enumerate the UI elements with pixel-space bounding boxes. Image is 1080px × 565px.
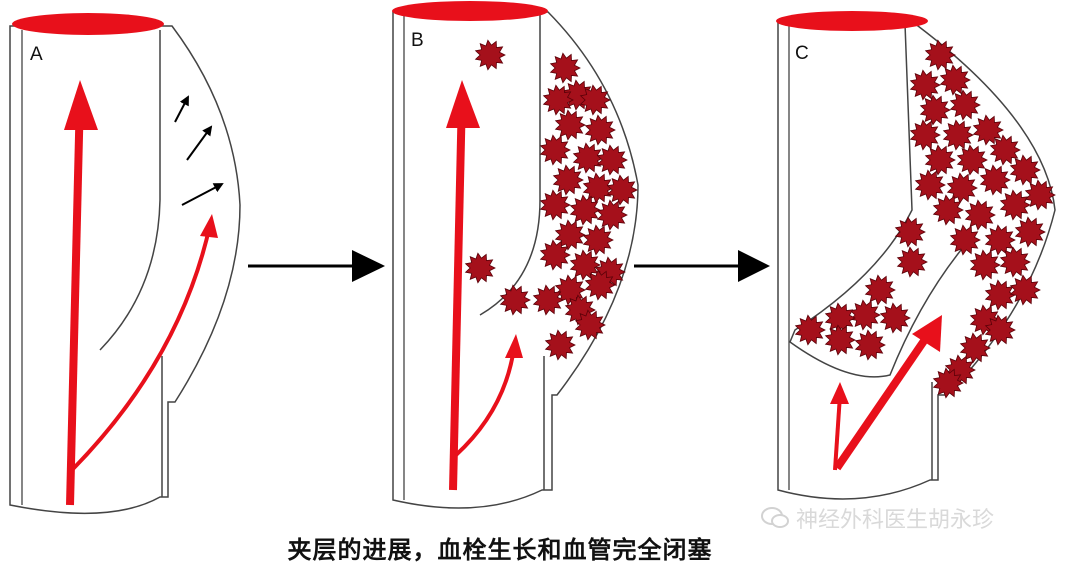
thrombus-clot [942, 119, 974, 151]
thrombus-clot [854, 329, 886, 361]
thrombus-clot [596, 144, 628, 176]
panel-label-b: B [411, 30, 424, 51]
thrombus-clot [864, 274, 896, 306]
thrombus-clot [554, 109, 586, 141]
thrombus-clot [909, 119, 941, 151]
flow-arrow-branch-head-c [830, 382, 849, 404]
thrombus-clot [896, 246, 928, 278]
vessel-opening-b [392, 1, 548, 21]
figure-caption: 夹层的进展，血栓生长和血管完全闭塞 [287, 536, 713, 564]
thrombus-clot [989, 134, 1021, 166]
thrombus-clot [542, 84, 574, 116]
vessel-opening-a [12, 13, 164, 35]
watermark-text: 神经外科医生胡永珍 [796, 508, 995, 533]
thrombus-clot [979, 164, 1011, 196]
thrombus-clot [949, 89, 981, 121]
thrombus-clot [959, 332, 991, 364]
flow-arrow-branch-c [833, 394, 842, 471]
watermark: 神经外科医生胡永珍 [760, 502, 994, 534]
thrombus-clot [584, 269, 616, 301]
thrombus-clot [999, 246, 1031, 278]
thrombus-clot [549, 52, 581, 84]
flow-arrow-main-head-a [64, 80, 98, 130]
thrombus-clot [909, 69, 941, 101]
flow-arrow-branch-a [70, 224, 212, 472]
black-arrow-1 [174, 95, 189, 123]
thrombus-clot [1009, 274, 1041, 306]
thrombus-clot [474, 39, 506, 71]
thrombus-clot [582, 224, 614, 256]
panel-a: A [9, 13, 241, 515]
thrombus-clot [579, 84, 611, 116]
transition-arrow-1 [248, 250, 385, 282]
thrombus-clot [572, 142, 604, 174]
intimal-flap-a [99, 30, 161, 351]
thrombus-clot [574, 309, 606, 341]
thrombus-clot [914, 169, 946, 201]
flow-arrow-main-head-c [912, 315, 942, 352]
thrombus-clot [932, 194, 964, 226]
flow-arrow-main-b [449, 94, 466, 491]
thrombus-clot [972, 114, 1004, 146]
thrombus-clot [949, 224, 981, 256]
black-arrow-2 [186, 125, 213, 161]
thrombus-clot [794, 314, 826, 346]
thrombus-clot [539, 239, 571, 271]
thrombus-clot [544, 329, 576, 361]
intimal-flap-c [789, 23, 966, 378]
thrombus-clot [964, 199, 996, 231]
thrombus-clot [939, 64, 971, 96]
thrombus-clot [824, 324, 856, 356]
flow-arrow-main-a [66, 94, 84, 506]
thrombus-clot [969, 249, 1001, 281]
thrombus-clot [924, 144, 956, 176]
thrombus-clot [946, 172, 978, 204]
flow-arrow-branch-b [454, 347, 516, 457]
thrombus-clot [956, 144, 988, 176]
thrombus-clot [554, 219, 586, 251]
panel-label-c: C [795, 43, 809, 64]
flow-arrow-main-head-b [446, 80, 480, 128]
thrombus-clot [596, 199, 628, 231]
flow-arrow-branch-head-a [200, 214, 218, 238]
thrombus-clot [1014, 216, 1046, 248]
thrombus-clot [539, 134, 571, 166]
transition-arrow-2 [634, 250, 770, 282]
thrombus-clot [1009, 154, 1041, 186]
thrombus-clot [924, 39, 956, 71]
vessel-opening-c [776, 11, 928, 31]
thrombus-clot [464, 252, 496, 284]
thrombus-clot [932, 367, 964, 399]
panel-c: C [776, 11, 1056, 500]
thrombus-clot [569, 194, 601, 226]
thrombus-clot [984, 279, 1016, 311]
thrombus-clot [879, 302, 911, 334]
thrombus-clot [606, 174, 638, 206]
thrombus-clot [984, 314, 1016, 346]
thrombus-clot [584, 114, 616, 146]
intimal-flap-b [479, 14, 541, 316]
thrombus-clot [499, 284, 531, 316]
thrombus-clot [582, 172, 614, 204]
thrombus-clot [894, 216, 926, 248]
thrombus-cluster-c [794, 39, 1056, 399]
thrombus-clot [1024, 179, 1056, 211]
flow-arrow-branch-head-b [505, 334, 523, 358]
thrombus-clot [532, 284, 564, 316]
thrombus-clot [552, 164, 584, 196]
thrombus-clot [849, 299, 881, 331]
thrombus-clot [539, 189, 571, 221]
panel-b: B [392, 1, 639, 509]
thrombus-clot [919, 94, 951, 126]
wechat-icon [761, 507, 789, 528]
black-arrow-3 [181, 183, 224, 206]
vessel-wall-a [9, 25, 241, 515]
thrombus-cluster-b [464, 39, 638, 361]
flow-arrow-main-c [833, 332, 932, 471]
thrombus-clot [999, 189, 1031, 221]
panel-label-a: A [30, 44, 43, 65]
